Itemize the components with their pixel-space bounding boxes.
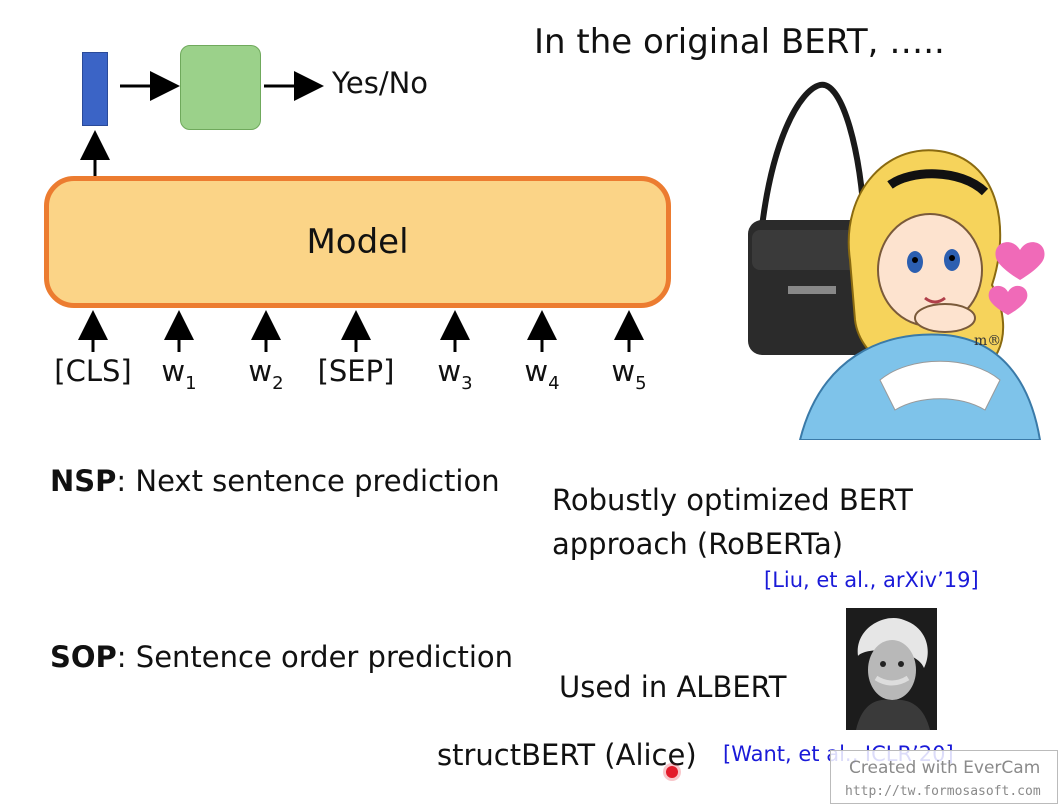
token-subscript: 3 <box>461 373 473 394</box>
roberta-line2: approach (RoBERTa) <box>552 527 844 561</box>
token-label: w3 <box>437 354 472 394</box>
svg-text:m®: m® <box>974 333 1001 349</box>
cls-output-vector <box>82 52 108 126</box>
roberta-reference: [Liu, et al., arXiv’19] <box>764 568 979 592</box>
token-base: w <box>524 354 549 388</box>
token-base: w <box>248 354 273 388</box>
token-label: [CLS] <box>54 354 131 394</box>
sop-abbr: SOP <box>50 640 117 674</box>
structbert-label: structBERT (Alice) <box>437 738 697 772</box>
alice-with-bag-illustration: m® <box>748 81 1045 440</box>
token-label: [SEP] <box>318 354 395 394</box>
sop-text: : Sentence order prediction <box>116 640 514 674</box>
model-box: Model <box>44 176 671 308</box>
roberta-line1: Robustly optimized BERT <box>552 483 913 517</box>
heart-icon <box>988 285 1028 315</box>
nsp-line: NSP: Next sentence prediction <box>50 464 500 498</box>
bag-strap <box>757 81 868 246</box>
token-base: w <box>611 354 636 388</box>
albert-label: Used in ALBERT <box>559 670 787 704</box>
nsp-abbr: NSP <box>50 464 117 498</box>
token-subscript: 5 <box>635 373 647 394</box>
token-label: w5 <box>611 354 646 394</box>
token-base: [CLS] <box>54 354 132 388</box>
token-label: w4 <box>524 354 559 394</box>
token-base: w <box>161 354 186 388</box>
linear-classifier-box <box>180 45 261 130</box>
token-subscript: 4 <box>548 373 560 394</box>
token-subscript: 2 <box>272 373 284 394</box>
pointer-cursor-icon <box>666 766 678 778</box>
watermark-line1: Created with EverCam <box>849 758 1041 778</box>
token-subscript: 1 <box>185 373 197 394</box>
roberta-block: Robustly optimized BERT approach (RoBERT… <box>552 478 913 566</box>
model-label: Model <box>306 222 409 262</box>
nsp-text: : Next sentence prediction <box>116 464 500 498</box>
token-label: w2 <box>248 354 283 394</box>
einstein-portrait <box>846 608 937 730</box>
output-label: Yes/No <box>332 66 429 100</box>
sop-line: SOP: Sentence order prediction <box>50 640 513 674</box>
watermark-line2: http://tw.formosasoft.com <box>845 784 1041 799</box>
slide-title: In the original BERT, ….. <box>534 22 945 62</box>
token-base: [SEP] <box>317 354 395 388</box>
evercam-watermark: Created with EverCam http://tw.formosaso… <box>830 750 1058 804</box>
heart-icon <box>995 242 1045 280</box>
token-base: w <box>437 354 462 388</box>
token-label: w1 <box>161 354 196 394</box>
